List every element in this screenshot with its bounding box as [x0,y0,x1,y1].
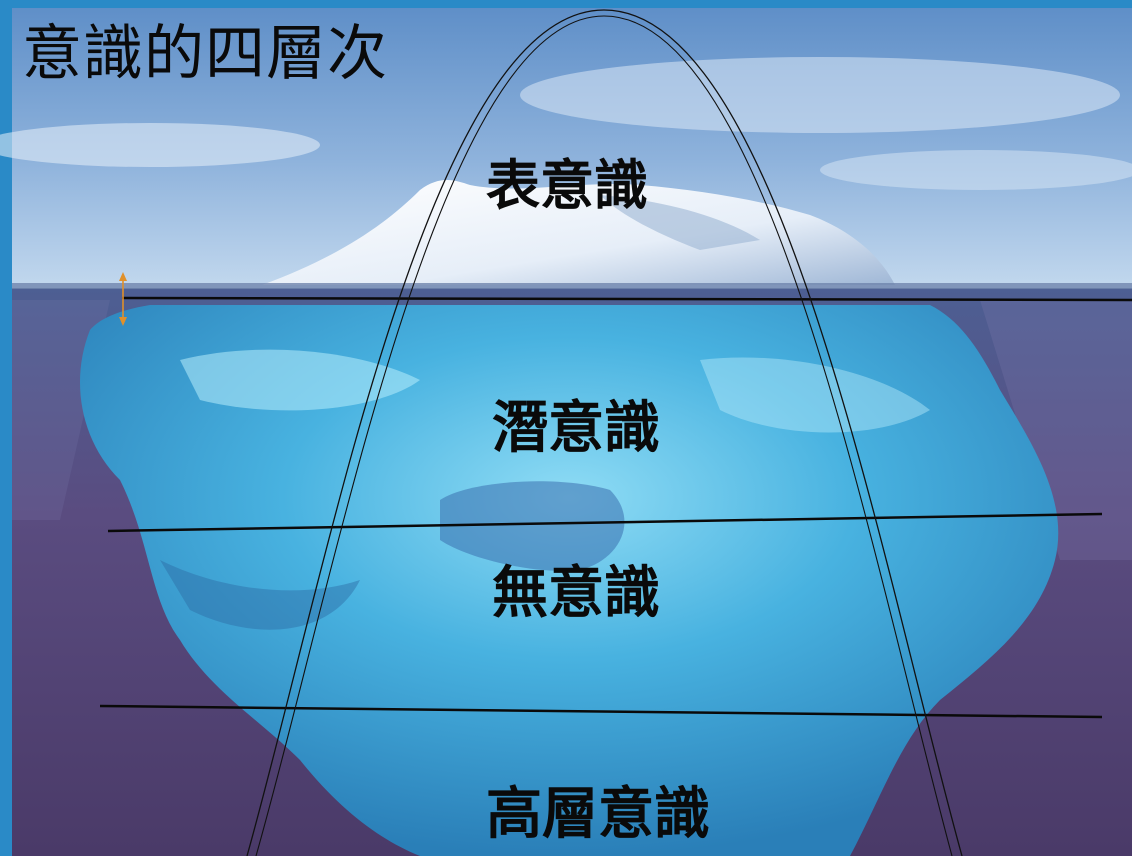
divider-line-3 [99,704,1103,719]
iceberg-tip [262,180,895,285]
consciousness-arc [246,9,963,856]
slide-title: 意識的四層次 [22,19,388,89]
consciousness-arc-inner [255,15,953,856]
level-label-unconscious: 無意識 [492,560,660,626]
level-label-surface-consciousness: 表意識 [486,153,648,217]
level-label-subconscious: 潛意識 [492,395,660,461]
iceberg-tip-shadow [600,195,760,250]
double-arrow-icon [119,272,127,326]
light-ray [980,300,1132,560]
ice-shadow [440,481,625,571]
cloud [0,123,320,167]
submerged-iceberg [80,305,1059,856]
water-surface [12,283,1132,289]
divider-surface-line [121,296,1132,302]
level-label-higher-consciousness: 高層意識 [486,781,710,847]
cloud [820,150,1132,190]
divider-line-2 [107,512,1103,533]
ice-highlight [180,349,420,411]
ice-highlight [700,357,930,433]
cloud [520,57,1120,133]
